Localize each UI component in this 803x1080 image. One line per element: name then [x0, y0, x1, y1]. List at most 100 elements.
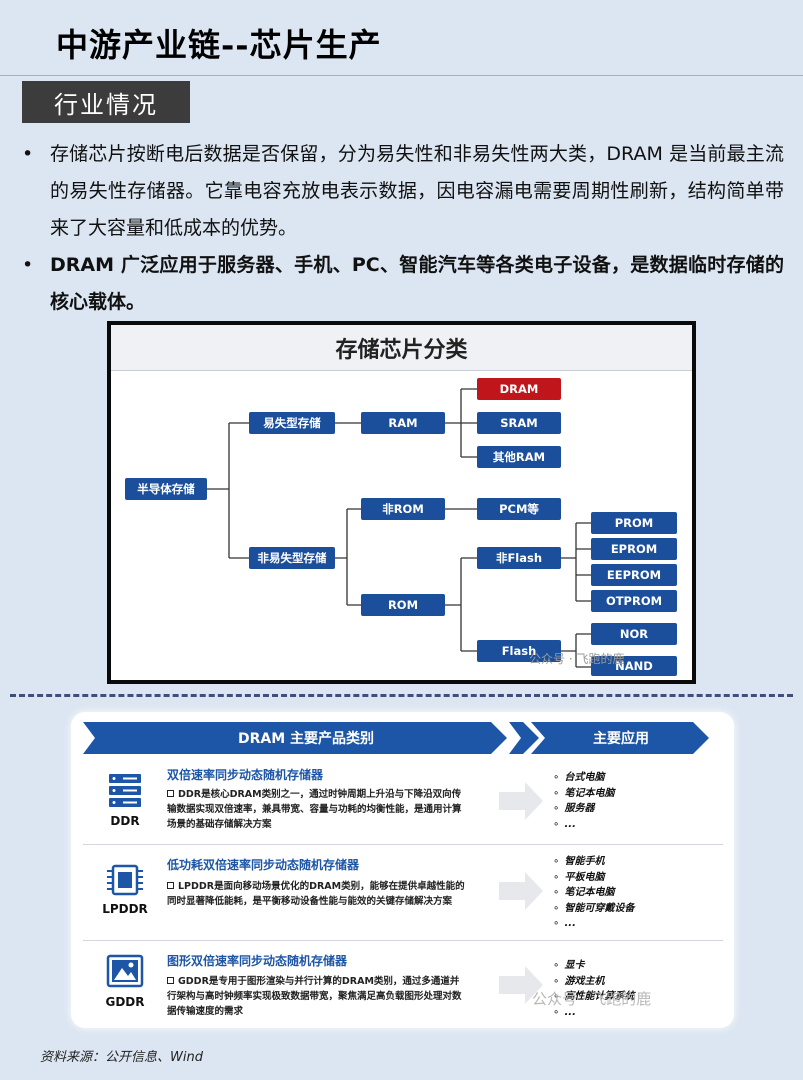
node-ram: RAM — [361, 412, 445, 434]
app-text: 游戏主机 — [564, 975, 605, 987]
connector — [335, 508, 361, 606]
watermark: 公众号 · 飞跑的鹿 — [532, 990, 652, 1008]
connector — [207, 422, 249, 559]
source-note: 资料来源：公开信息、Wind — [40, 1050, 203, 1065]
node-non-flash: 非Flash — [477, 547, 561, 569]
node-rom: ROM — [361, 594, 445, 616]
app-item: ∘ 台式电脑 — [553, 770, 614, 786]
node-prom: PROM — [591, 512, 677, 534]
desc-text: LPDDR是面向移动场景优化的DRAM类别，能够在提供卓越性能的同时显著降低能耗… — [167, 881, 465, 907]
app-item: ∘ 智能可穿戴设备 — [553, 901, 634, 917]
dram-products-panel: DRAM 主要产品类别 主要应用 DDR 双倍速率同步动态随机存储器 DDR是核… — [71, 712, 734, 1028]
product-name-gddr: GDDR — [105, 995, 145, 1009]
app-item: ∘ 平板电脑 — [553, 870, 634, 886]
diagram-title: 存储芯片分类 — [111, 325, 692, 371]
classification-diagram: 存储芯片分类 半导体存储 易失型存储 非易失型存储 RAM DRAM SRAM … — [107, 321, 696, 684]
app-item: ∘ 游戏主机 — [553, 974, 634, 990]
node-nand: NAND — [591, 656, 677, 676]
app-item: ∘ ... — [553, 1005, 634, 1021]
bullet-list: • 存储芯片按断电后数据是否保留，分为易失性和非易失性两大类，DRAM 是当前最… — [22, 136, 784, 321]
node-eprom: EPROM — [591, 538, 677, 560]
app-bullet: ∘ — [553, 960, 560, 971]
title-divider — [0, 75, 803, 76]
product-desc-ddr: DDR是核心DRAM类别之一，通过时钟周期上升沿与下降沿双向传输数据实现双倍速率… — [167, 787, 467, 832]
row-divider — [83, 844, 723, 845]
product-name-lpddr: LPDDR — [102, 902, 148, 916]
node-other-ram: 其他RAM — [477, 446, 561, 468]
app-text: ... — [564, 818, 576, 830]
connector — [561, 633, 591, 668]
node-flash: Flash — [477, 640, 561, 662]
node-otprom: OTPROM — [591, 590, 677, 612]
apps-list-lpddr: ∘ 智能手机 ∘ 平板电脑 ∘ 笔记本电脑 ∘ 智能可穿戴设备 ∘ ... — [553, 854, 634, 932]
app-item: ∘ ... — [553, 916, 634, 932]
arrow-icon — [499, 872, 543, 910]
app-item: ∘ 笔记本电脑 — [553, 885, 634, 901]
desc-text: GDDR是专用于图形渲染与并行计算的DRAM类别，通过多通道并行架构与高时钟频率… — [167, 976, 462, 1017]
page-title: 中游产业链--芯片生产 — [56, 26, 382, 64]
product-title-gddr: 图形双倍速率同步动态随机存储器 — [167, 954, 348, 968]
node-semiconductor-storage: 半导体存储 — [125, 478, 207, 500]
row-divider — [83, 940, 723, 941]
app-bullet: ∘ — [553, 1006, 560, 1018]
app-item: ∘ 服务器 — [553, 801, 614, 817]
bullet-item: • 存储芯片按断电后数据是否保留，分为易失性和非易失性两大类，DRAM 是当前最… — [22, 136, 784, 247]
desc-text: DDR是核心DRAM类别之一，通过时钟周期上升沿与下降沿双向传输数据实现双倍速率… — [167, 789, 462, 830]
app-text: 笔记本电脑 — [564, 887, 615, 898]
apps-list-gddr: ∘ 显卡 ∘ 游戏主机 ∘ 高性能计算系统 ∘ ... — [553, 958, 634, 1020]
dashed-divider — [10, 694, 793, 697]
app-text: 笔记本电脑 — [564, 787, 615, 799]
app-item: ∘ 智能手机 — [553, 854, 634, 870]
app-text: 高性能计算系统 — [564, 991, 635, 1002]
apps-list-ddr: ∘ 台式电脑 ∘ 笔记本电脑 ∘ 服务器 ∘ ... — [553, 770, 614, 832]
node-sram: SRAM — [477, 412, 561, 434]
product-desc-lpddr: LPDDR是面向移动场景优化的DRAM类别，能够在提供卓越性能的同时显著降低能耗… — [167, 879, 467, 909]
header-chevrons — [83, 722, 709, 754]
header-main-applications: 主要应用 — [593, 731, 649, 747]
tree-connectors — [207, 388, 591, 668]
app-bullet: ∘ — [553, 818, 560, 830]
app-bullet: ∘ — [553, 991, 560, 1002]
app-text: ... — [564, 1006, 576, 1018]
app-bullet: ∘ — [553, 975, 560, 987]
app-bullet: ∘ — [553, 902, 560, 914]
app-bullet: ∘ — [553, 787, 560, 799]
node-nor: NOR — [591, 623, 677, 645]
bullet-item: • DRAM 广泛应用于服务器、手机、PC、智能汽车等各类电子设备，是数据临时存… — [22, 247, 784, 321]
app-text: ... — [564, 918, 576, 929]
connector — [445, 388, 477, 458]
app-bullet: ∘ — [553, 871, 560, 883]
product-name-ddr: DDR — [110, 814, 140, 828]
bullet-text: DRAM 广泛应用于服务器、手机、PC、智能汽车等各类电子设备，是数据临时存储的… — [50, 254, 784, 313]
node-pcm: PCM等 — [477, 498, 561, 520]
app-item: ∘ 显卡 — [553, 958, 634, 974]
app-text: 平板电脑 — [564, 871, 605, 883]
server-icon — [109, 774, 141, 807]
app-bullet: ∘ — [553, 918, 560, 929]
app-text: 台式电脑 — [564, 772, 605, 783]
image-icon — [106, 954, 144, 988]
app-bullet: ∘ — [553, 772, 560, 783]
app-item: ∘ 笔记本电脑 — [553, 786, 614, 802]
app-text: 服务器 — [564, 803, 595, 814]
node-volatile: 易失型存储 — [249, 412, 335, 434]
app-text: 显卡 — [564, 960, 585, 971]
arrow-icon — [499, 782, 543, 820]
section-tag: 行业情况 — [22, 81, 190, 123]
connector — [561, 522, 591, 602]
node-dram: DRAM — [477, 378, 561, 400]
chip-icon — [107, 864, 143, 896]
app-bullet: ∘ — [553, 887, 560, 898]
bullet-text: 存储芯片按断电后数据是否保留，分为易失性和非易失性两大类，DRAM 是当前最主流… — [50, 143, 784, 239]
product-desc-gddr: GDDR是专用于图形渲染与并行计算的DRAM类别，通过多通道并行架构与高时钟频率… — [167, 974, 467, 1019]
bullet-dot: • — [22, 143, 34, 165]
app-item: ∘ ... — [553, 817, 614, 833]
node-non-rom: 非ROM — [361, 498, 445, 520]
arrow-icon — [499, 966, 543, 1004]
watermark: 公众号 · 飞跑的鹿 — [529, 652, 625, 666]
header-product-categories: DRAM 主要产品类别 — [237, 731, 375, 747]
app-text: 智能手机 — [564, 856, 605, 867]
product-title-ddr: 双倍速率同步动态随机存储器 — [167, 768, 324, 782]
node-nonvolatile: 非易失型存储 — [249, 547, 335, 569]
app-bullet: ∘ — [553, 803, 560, 814]
